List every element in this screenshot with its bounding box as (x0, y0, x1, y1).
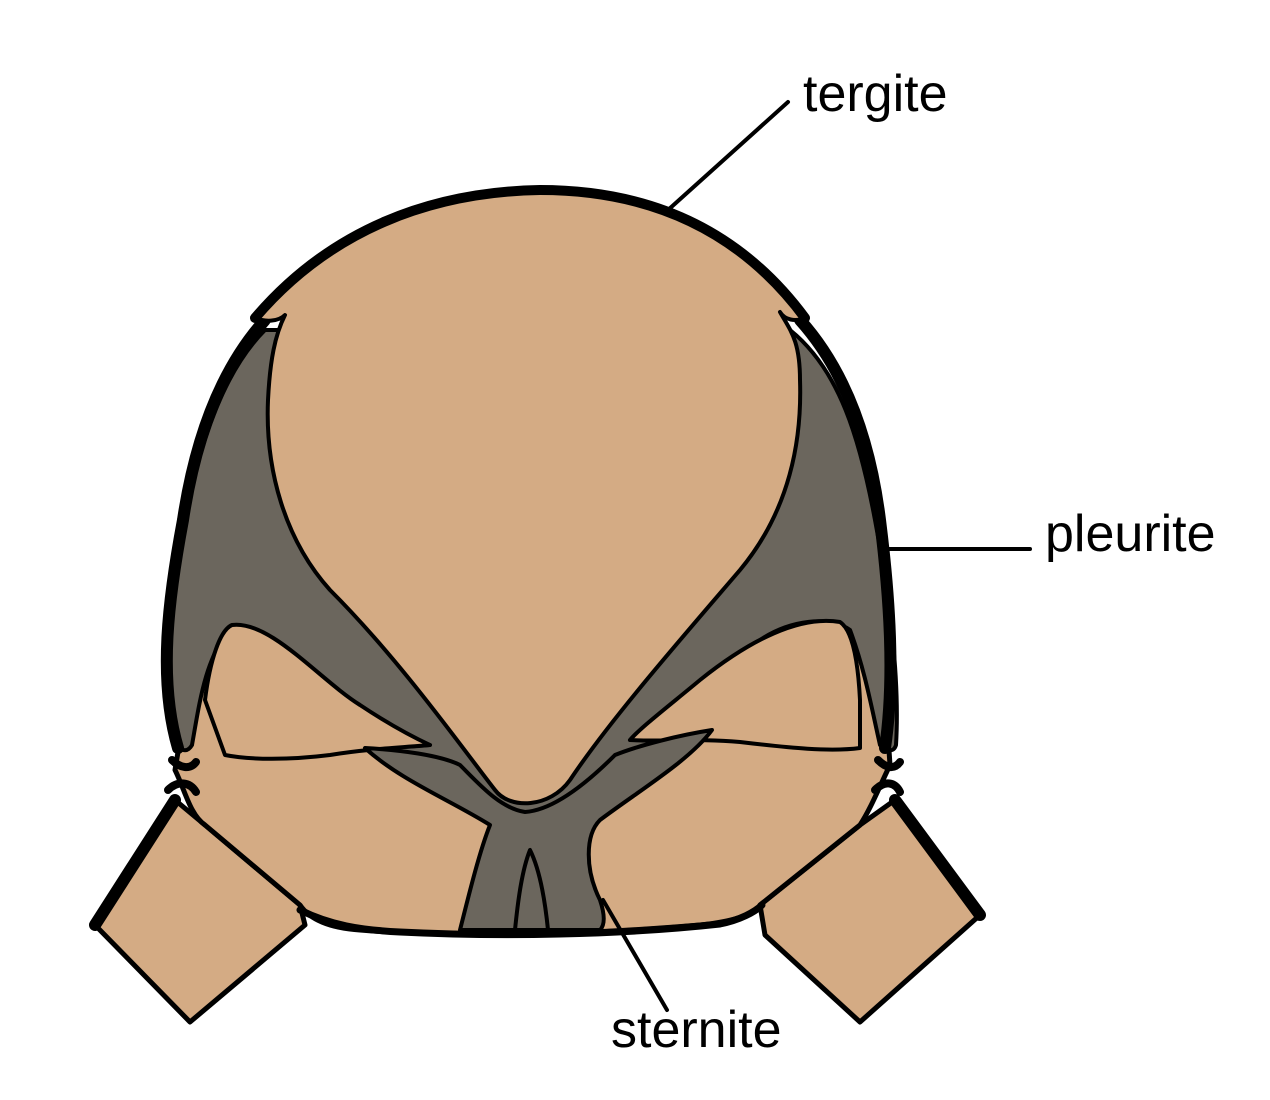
sternite-furca (363, 728, 714, 932)
tergite-label: tergite (803, 65, 948, 123)
tergite-outline (250, 184, 810, 323)
right-inner-lobe (628, 618, 862, 752)
left-leg-outer-edge (89, 794, 181, 931)
sternite-outline (296, 901, 766, 939)
right-leg-outer-edge (889, 794, 986, 921)
left-joint-notch (164, 756, 200, 796)
tergite-leader-line (666, 100, 790, 212)
right-joint-notch (871, 756, 904, 796)
left-inner-lobe (203, 622, 432, 761)
sternite-label: sternite (611, 1001, 782, 1059)
right-pleurite-outline (794, 314, 897, 754)
sternite-leader-line (601, 898, 669, 1012)
pleurite-label: pleurite (1045, 505, 1216, 563)
left-pleurite-outline (160, 314, 271, 754)
